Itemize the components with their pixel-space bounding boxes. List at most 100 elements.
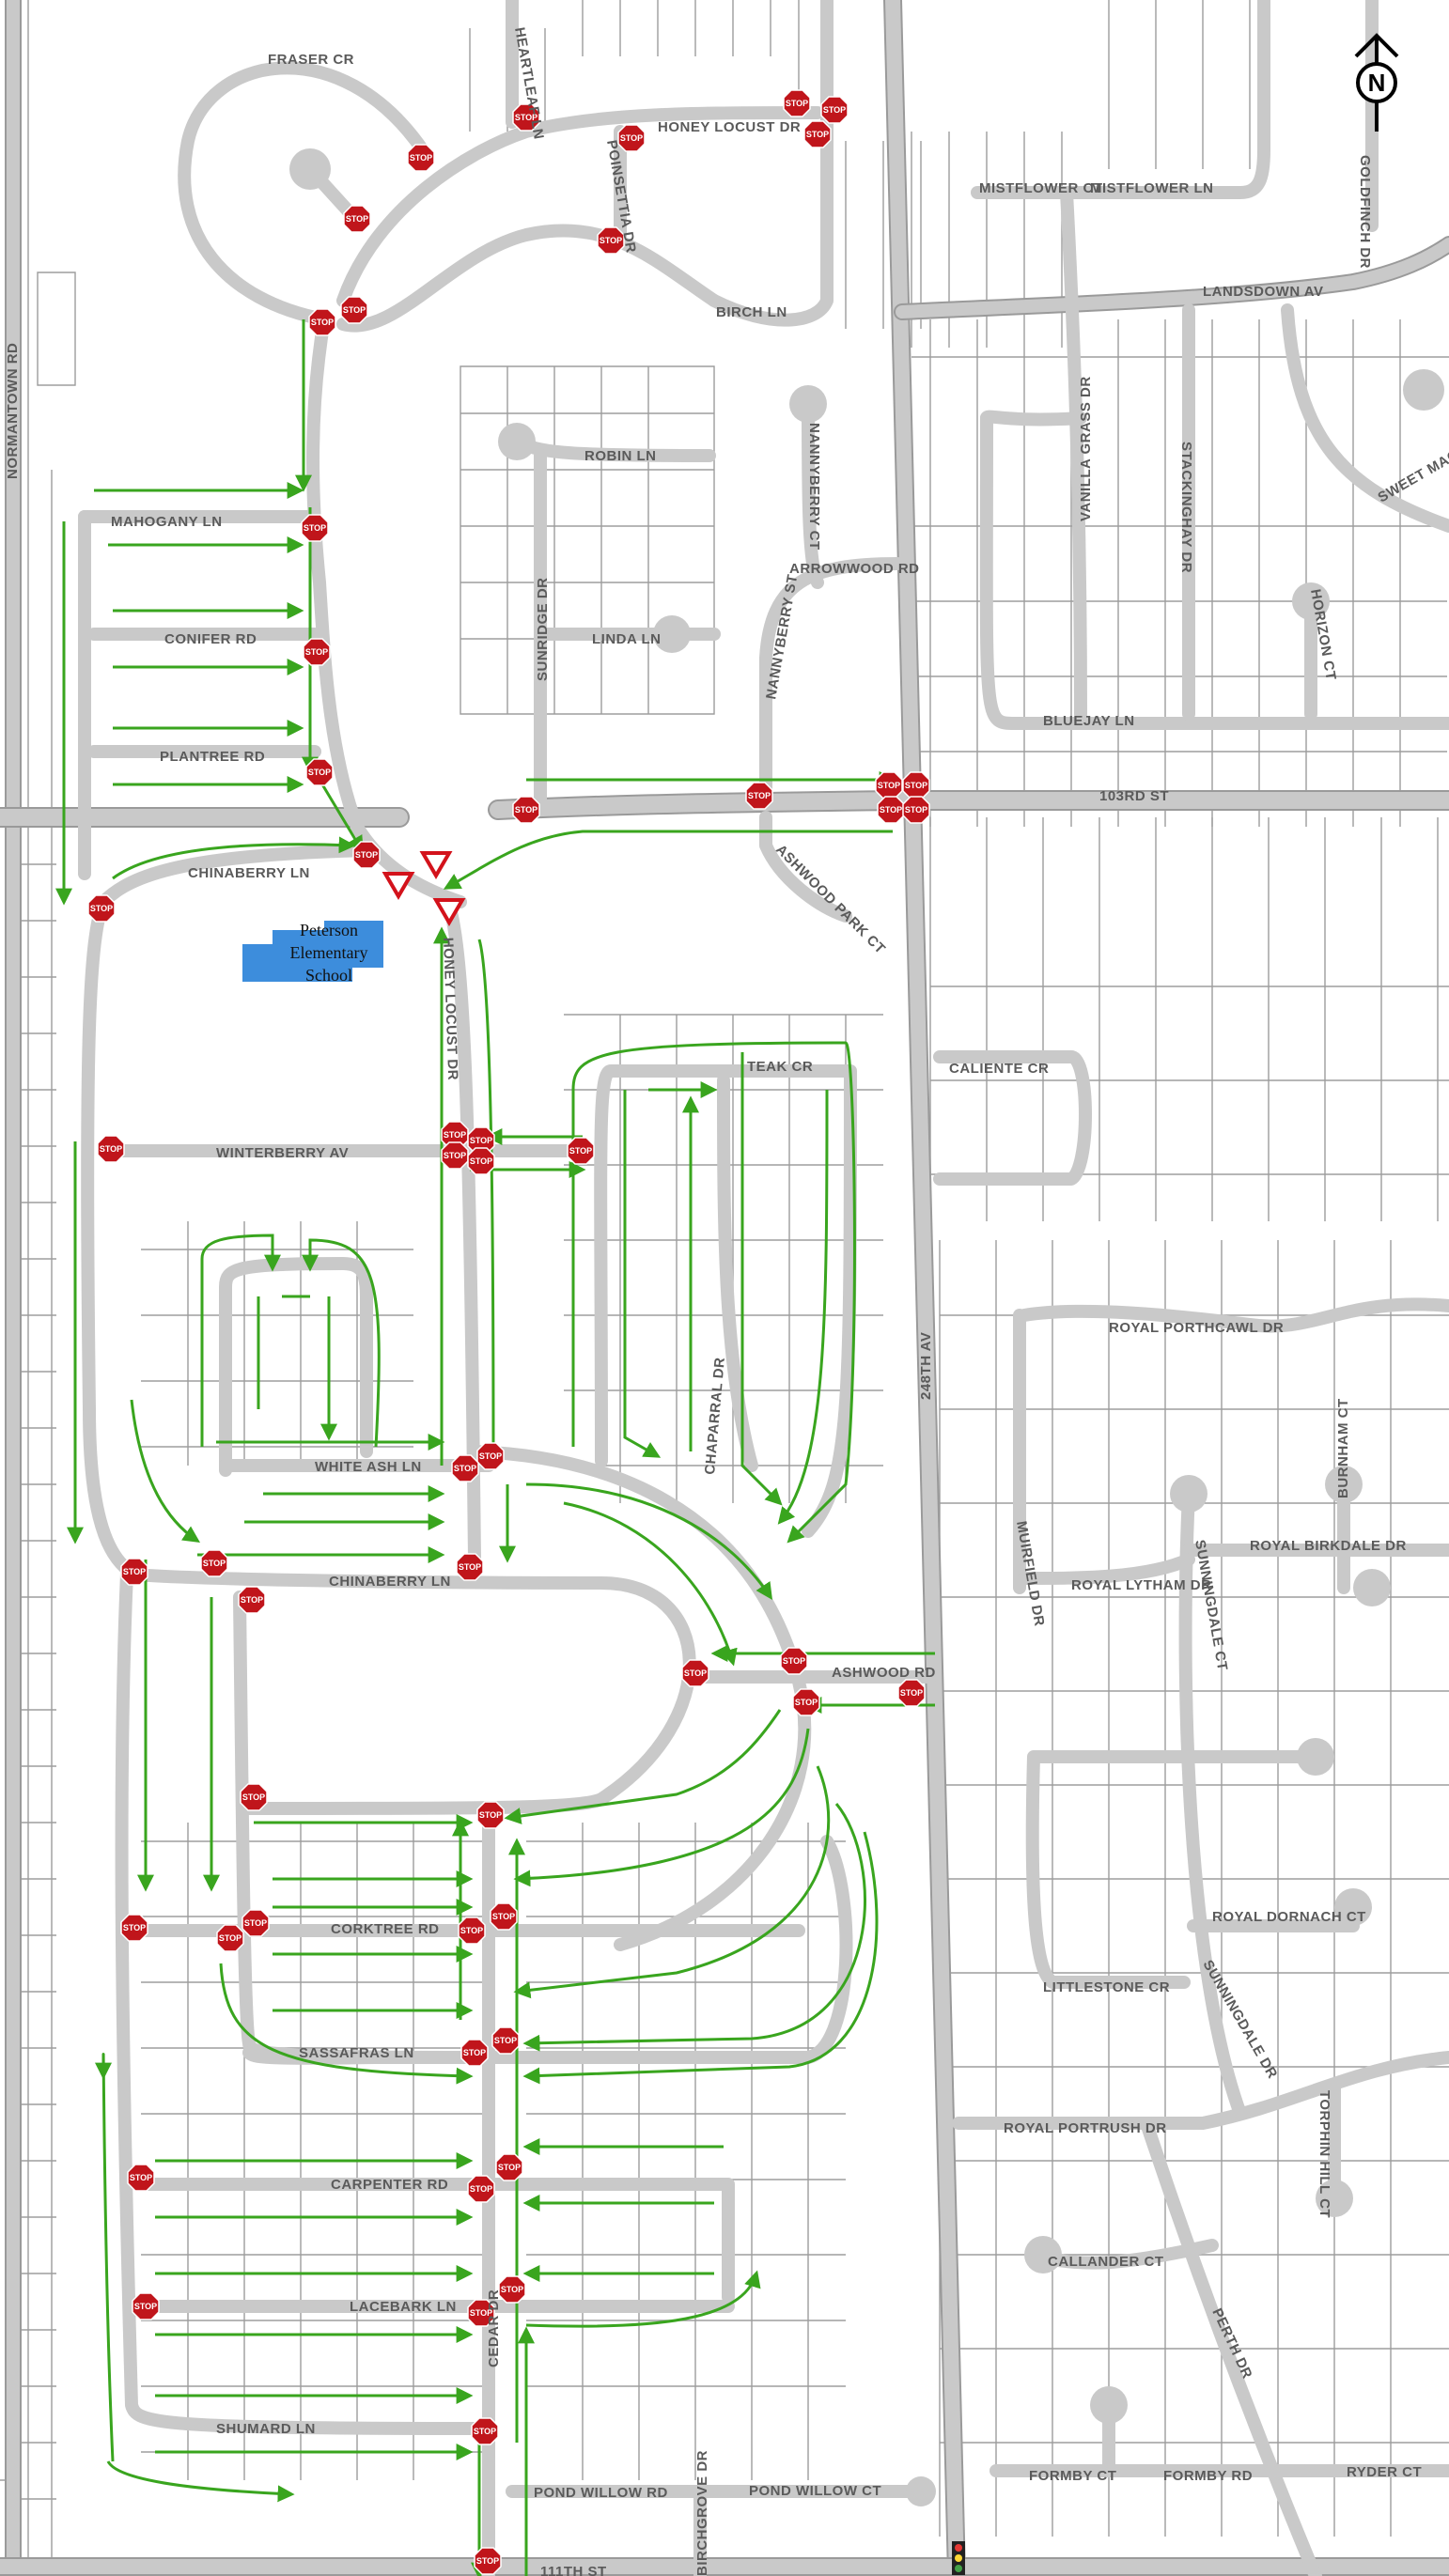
- label-white-ash-ln: WHITE ASH LN: [315, 1459, 422, 1475]
- stop-sign-label: STOP: [460, 1926, 483, 1935]
- parcel-lines-west: [0, 0, 56, 2576]
- label-mistflower-ct: MISTFLOWER CT: [979, 180, 1102, 196]
- label-pond-willow-ct: POND WILLOW CT: [749, 2483, 881, 2499]
- formby: [989, 2398, 1449, 2477]
- royal-portrush-dr: [952, 2051, 1449, 2130]
- stop-sign-label: STOP: [905, 805, 927, 815]
- walking-routes: [55, 319, 935, 2576]
- route-arrow: [571, 1041, 856, 1544]
- school-name-line-3: School: [305, 966, 352, 985]
- stop-sign-icon: STOP: [512, 796, 540, 824]
- cul-de-sacs: [289, 148, 1444, 2506]
- yield-signs: [382, 851, 466, 926]
- stop-sign-icon: STOP: [458, 1916, 486, 1945]
- label-winterberry-av: WINTERBERRY AV: [216, 1145, 349, 1161]
- stop-sign-label: STOP: [311, 318, 334, 327]
- route-arrow: [112, 836, 356, 880]
- stop-sign-label: STOP: [203, 1559, 226, 1568]
- stop-sign-icon: STOP: [407, 144, 435, 172]
- north-label: N: [1368, 69, 1386, 97]
- stop-sign-icon: STOP: [451, 1454, 479, 1482]
- stop-sign-icon: STOP: [467, 1147, 495, 1175]
- ashwood-park-ct: [759, 811, 852, 923]
- yield-sign-icon: [382, 872, 415, 900]
- label-ashwood-rd: ASHWOOD RD: [832, 1665, 936, 1681]
- bluejay-north: [980, 410, 1087, 427]
- stop-sign-icon: STOP: [491, 2026, 520, 2055]
- stop-sign-label: STOP: [90, 904, 113, 913]
- stop-sign-icon: STOP: [512, 103, 540, 132]
- cul-de-sac: [1316, 2180, 1353, 2217]
- stop-sign-label: STOP: [444, 1151, 466, 1160]
- white-ash-loop: [219, 1257, 373, 1477]
- stop-sign-icon: STOP: [441, 1141, 469, 1170]
- label-bluejay-ln: BLUEJAY LN: [1043, 713, 1135, 729]
- stop-sign-label: STOP: [880, 805, 902, 815]
- stop-sign-label: STOP: [470, 2184, 492, 2194]
- cul-de-sac: [1170, 1475, 1208, 1513]
- label-royal-porthcawl-dr: ROYAL PORTHCAWL DR: [1109, 1320, 1284, 1336]
- label-mistflower-ln: MISTFLOWER LN: [1090, 180, 1213, 196]
- label-carpenter-rd: CARPENTER RD: [331, 2177, 448, 2193]
- label-callander-ct: CALLANDER CT: [1048, 2254, 1164, 2270]
- label-royal-dornach-ct: ROYAL DORNACH CT: [1212, 1909, 1366, 1925]
- stop-sign-icon: STOP: [132, 2292, 160, 2320]
- stop-sign-icon: STOP: [681, 1659, 709, 1687]
- landsdown-av-fill: [896, 238, 1449, 318]
- label-nannyberry-ct: NANNYBERRY CT: [806, 423, 822, 551]
- stop-sign-label: STOP: [241, 1595, 263, 1605]
- label-chinaberry-ln-mid: CHINABERRY LN: [329, 1574, 451, 1590]
- school-building: [242, 921, 383, 982]
- stop-sign-icon: STOP: [597, 226, 625, 255]
- school-name-line-1: Peterson: [300, 921, 358, 939]
- label-chaparral-dr: CHAPARRAL DR: [702, 1357, 728, 1475]
- stop-sign-label: STOP: [123, 1923, 146, 1932]
- stop-sign-icon: STOP: [87, 894, 116, 923]
- stop-sign-label: STOP: [515, 805, 538, 815]
- label-fraser-cr: FRASER CR: [268, 52, 354, 68]
- route-arrow: [95, 2053, 115, 2462]
- label-ryder-ct: RYDER CT: [1347, 2464, 1422, 2480]
- stop-sign-label: STOP: [444, 1130, 466, 1140]
- stop-sign-label: STOP: [343, 305, 366, 315]
- stop-sign-icon: STOP: [460, 2039, 489, 2067]
- route-arrow: [318, 779, 364, 854]
- stop-sign-label: STOP: [786, 99, 808, 108]
- label-teak-cr: TEAK CR: [747, 1059, 813, 1075]
- stop-sign-icon: STOP: [877, 796, 905, 824]
- stop-sign-label: STOP: [620, 133, 643, 143]
- sweet-maggie: [1281, 303, 1449, 533]
- stop-sign-icon: STOP: [471, 2417, 499, 2445]
- route-arrow: [130, 1399, 200, 1543]
- stop-sign-icon: STOP: [308, 308, 336, 336]
- vanilla-grass-dr: [1060, 186, 1087, 721]
- stop-sign-label: STOP: [308, 768, 331, 777]
- stop-sign-icon: STOP: [875, 771, 903, 799]
- label-honey-locust-dr-top: HONEY LOCUST DR: [658, 119, 801, 135]
- stop-sign-icon: STOP: [467, 2175, 495, 2203]
- stop-sign-label: STOP: [498, 2163, 521, 2172]
- label-pond-willow-rd: POND WILLOW RD: [534, 2485, 668, 2501]
- stop-sign-label: STOP: [410, 153, 432, 163]
- stop-sign-label: STOP: [905, 781, 927, 790]
- route-arrow: [443, 830, 893, 890]
- 248th-av-fill: [885, 0, 964, 2576]
- stop-sign-label: STOP: [219, 1933, 242, 1943]
- label-sunridge-dr: SUNRIDGE DR: [535, 577, 551, 681]
- peterson-elementary-school[interactable]: Peterson Elementary School: [242, 921, 383, 985]
- yield-sign-icon: [419, 851, 453, 879]
- stop-sign-icon: STOP: [474, 2547, 502, 2575]
- stop-sign-icon: STOP: [305, 758, 334, 786]
- label-littlestone-cr: LITTLESTONE CR: [1043, 1979, 1170, 1995]
- route-arrow: [522, 1831, 879, 2085]
- stop-sign-label: STOP: [100, 1144, 122, 1154]
- route-arrow: [525, 1482, 772, 1600]
- route-arrow: [477, 939, 502, 1469]
- route-arrow: [525, 2270, 761, 2328]
- route-arrow: [623, 1090, 662, 1458]
- stop-sign-label: STOP: [355, 850, 378, 860]
- carpenter-rd: [134, 2178, 735, 2304]
- stop-sign-label: STOP: [244, 1918, 267, 1928]
